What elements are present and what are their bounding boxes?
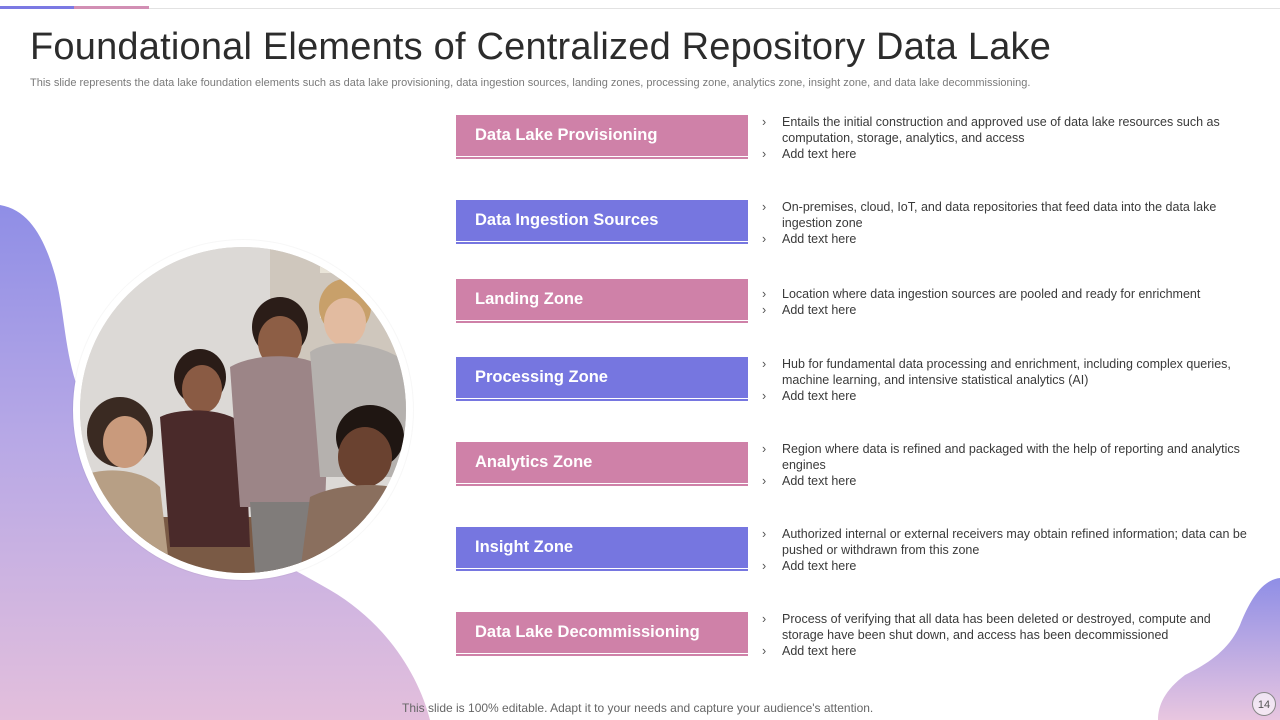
bullet-text: Location where data ingestion sources ar… <box>782 287 1201 301</box>
element-tab-label: Processing Zone <box>475 368 608 386</box>
bullet-chevron-icon: › <box>762 115 767 129</box>
element-tab: Landing Zone <box>456 279 748 323</box>
element-tab-underline <box>456 399 748 401</box>
element-tab-bar <box>456 527 748 568</box>
description-bullet: › On-premises, cloud, IoT, and data repos… <box>762 199 1250 231</box>
element-tab-underline <box>456 242 748 244</box>
bullet-text: Add text here <box>782 559 857 573</box>
left-blob <box>0 205 430 720</box>
element-tab-label: Analytics Zone <box>475 453 593 471</box>
bullet-chevron-icon: › <box>762 147 767 161</box>
description-bullet: › Region where data is refined and packag… <box>762 441 1250 473</box>
element-description: › Entails the initial construction and ap… <box>762 114 1250 162</box>
element-tab: Data Ingestion Sources <box>456 200 748 244</box>
top-accent-bar <box>0 0 1280 9</box>
element-tab-underline <box>456 321 748 323</box>
bullet-text: Entails the initial construction and app… <box>782 115 1220 145</box>
bullet-text: Add text here <box>782 474 857 488</box>
element-tab-label: Data Lake Provisioning <box>475 126 658 144</box>
element-tab: Insight Zone <box>456 527 748 571</box>
element-description: › Authorized internal or external receive… <box>762 526 1250 574</box>
element-tab-bar <box>456 612 748 653</box>
description-bullet: › Add text here <box>762 146 1250 162</box>
bullet-text: Add text here <box>782 303 857 317</box>
team-photo <box>80 247 406 573</box>
bullet-chevron-icon: › <box>762 527 767 541</box>
element-tab-label: Data Ingestion Sources <box>475 211 659 229</box>
description-bullet: › Hub for fundamental data processing and… <box>762 356 1250 388</box>
bullet-chevron-icon: › <box>762 612 767 626</box>
bullet-text: Authorized internal or external receiver… <box>782 527 1247 557</box>
bullet-chevron-icon: › <box>762 232 767 246</box>
description-bullet: › Process of verifying that all data has … <box>762 611 1250 643</box>
footer-note: This slide is 100% editable. Adapt it to… <box>402 701 874 715</box>
bullet-text: Region where data is refined and package… <box>782 442 1240 472</box>
element-tab-underline <box>456 484 748 486</box>
bullet-text: Add text here <box>782 147 857 161</box>
bullet-text: Add text here <box>782 644 857 658</box>
bullet-text: Add text here <box>782 389 857 403</box>
element-description: › On-premises, cloud, IoT, and data repos… <box>762 199 1250 247</box>
element-tab: Data Lake Provisioning <box>456 115 748 159</box>
page-number: 14 <box>1252 692 1276 716</box>
bullet-chevron-icon: › <box>762 303 767 317</box>
bullet-text: Hub for fundamental data processing and … <box>782 357 1231 387</box>
description-bullet: › Add text here <box>762 388 1250 404</box>
bullet-chevron-icon: › <box>762 474 767 488</box>
description-bullet: › Add text here <box>762 473 1250 489</box>
description-bullet: › Add text here <box>762 302 1250 318</box>
description-bullet: › Authorized internal or external receive… <box>762 526 1250 558</box>
element-description: › Hub for fundamental data processing and… <box>762 356 1250 404</box>
element-tab-label: Data Lake Decommissioning <box>475 623 700 641</box>
element-description: › Process of verifying that all data has … <box>762 611 1250 659</box>
element-tab-label: Insight Zone <box>475 538 574 556</box>
description-bullet: › Add text here <box>762 558 1250 574</box>
slide-subtitle: This slide represents the data lake foun… <box>30 77 1031 89</box>
element-tab: Analytics Zone <box>456 442 748 486</box>
bullet-chevron-icon: › <box>762 357 767 371</box>
element-tab: Data Lake Decommissioning <box>456 612 748 656</box>
description-bullet: › Entails the initial construction and ap… <box>762 114 1250 146</box>
right-blob <box>1158 578 1280 720</box>
element-description: › Location where data ingestion sources a… <box>762 286 1250 318</box>
bullet-chevron-icon: › <box>762 287 767 301</box>
team-photo-frame <box>73 240 413 580</box>
bullet-chevron-icon: › <box>762 442 767 456</box>
description-bullet: › Add text here <box>762 231 1250 247</box>
description-bullet: › Add text here <box>762 643 1250 659</box>
bullet-text: On-premises, cloud, IoT, and data reposi… <box>782 200 1217 230</box>
element-tab-underline <box>456 654 748 656</box>
element-tab-bar <box>456 279 748 320</box>
element-description: › Region where data is refined and packag… <box>762 441 1250 489</box>
bullet-chevron-icon: › <box>762 559 767 573</box>
element-tab-underline <box>456 569 748 571</box>
slide-title: Foundational Elements of Centralized Rep… <box>30 26 1052 68</box>
bullet-chevron-icon: › <box>762 389 767 403</box>
bullet-chevron-icon: › <box>762 644 767 658</box>
element-tab-bar <box>456 357 748 398</box>
element-tab-bar <box>456 115 748 156</box>
description-bullet: › Location where data ingestion sources a… <box>762 286 1250 302</box>
bullet-text: Add text here <box>782 232 857 246</box>
element-tab-bar <box>456 442 748 483</box>
element-tab: Processing Zone <box>456 357 748 401</box>
element-tab-underline <box>456 157 748 159</box>
bullet-text: Process of verifying that all data has b… <box>782 612 1211 642</box>
bullet-chevron-icon: › <box>762 200 767 214</box>
element-tab-label: Landing Zone <box>475 290 584 308</box>
element-tab-bar <box>456 200 748 241</box>
